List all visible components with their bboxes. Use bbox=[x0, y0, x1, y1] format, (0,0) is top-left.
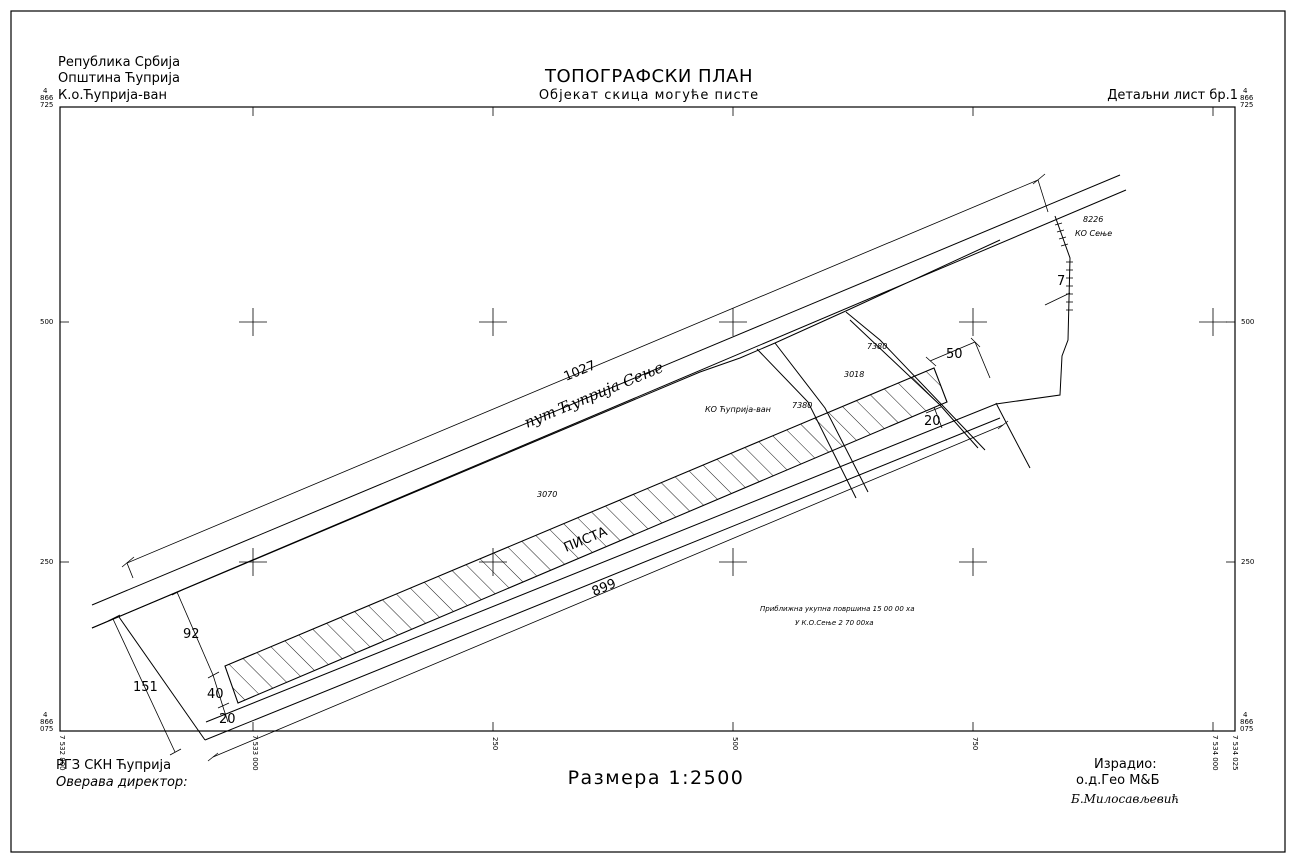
footer-rgz: РГЗ СКН Ћуприја bbox=[56, 758, 171, 773]
coord-bottom-right: 4 866 075 bbox=[1240, 711, 1254, 733]
dimension-20-right: 20 bbox=[924, 414, 941, 429]
svg-text:866: 866 bbox=[40, 94, 54, 102]
svg-text:866: 866 bbox=[40, 718, 54, 726]
width-dimension-lines bbox=[107, 588, 230, 756]
svg-text:075: 075 bbox=[1240, 725, 1253, 733]
grid-crosses bbox=[239, 308, 1227, 576]
header-municipality: Општина Ћуприја bbox=[58, 71, 180, 86]
parcel-7380-top: 7380 bbox=[867, 342, 887, 351]
made-by-label: Израдио: bbox=[1094, 757, 1157, 772]
frame-ticks bbox=[60, 107, 1235, 731]
parcel-3070: 3070 bbox=[537, 490, 557, 499]
side-label-250-left: 250 bbox=[40, 558, 53, 566]
parcel-8226: 8226 bbox=[1083, 215, 1103, 224]
header-republic: Републикa Србија bbox=[58, 55, 180, 70]
parcel-7380-mid: 7380 bbox=[792, 401, 812, 410]
dimension-50: 50 bbox=[946, 347, 963, 362]
parcel-3018: 3018 bbox=[844, 370, 864, 379]
bottom-coord-500: 500 bbox=[731, 737, 739, 750]
bottom-coord-534025: 7 534 025 bbox=[1231, 735, 1239, 771]
scale-label: Размера 1:2500 bbox=[568, 767, 745, 789]
bottom-coord-750: 750 bbox=[971, 737, 979, 750]
svg-text:075: 075 bbox=[40, 725, 53, 733]
area-note-line-2: У К.О.Сење 2 70 00ха bbox=[795, 619, 874, 627]
bottom-coord-532800: 7 532 800 bbox=[58, 735, 66, 771]
company-name: о.д.Гео М&Б bbox=[1076, 773, 1160, 788]
bottom-coord-533000: 7 533 000 bbox=[251, 735, 259, 771]
dimension-1027: 1027 bbox=[562, 358, 598, 385]
dimension-92: 92 bbox=[183, 627, 200, 642]
svg-text:725: 725 bbox=[40, 101, 53, 109]
signature: Б.Милосављевић bbox=[1070, 792, 1179, 806]
side-label-500-right: 500 bbox=[1241, 318, 1254, 326]
svg-text:4: 4 bbox=[43, 87, 48, 95]
footer-verify: Оверава директор: bbox=[56, 775, 188, 790]
dimension-line-1027 bbox=[121, 173, 1049, 579]
svg-text:866: 866 bbox=[1240, 94, 1254, 102]
header-cadastral-municipality: К.о.Ћуприја-ван bbox=[58, 88, 167, 103]
embankment-hachure bbox=[1054, 222, 1073, 311]
page-subtitle: Објекат скица могуће писте bbox=[539, 88, 759, 103]
parcel-boundaries bbox=[91, 215, 1071, 741]
dimension-899: 899 bbox=[590, 576, 619, 599]
end-dimension-lines bbox=[925, 292, 1071, 429]
svg-text:866: 866 bbox=[1240, 718, 1254, 726]
svg-text:4: 4 bbox=[1243, 87, 1248, 95]
dimension-151: 151 bbox=[133, 680, 158, 695]
ko-cuprija-label: КО Ћуприја-ван bbox=[705, 405, 771, 414]
page-title: ТОПОГРАФСКИ ПЛАН bbox=[544, 66, 753, 87]
sheet-border bbox=[10, 10, 1286, 853]
bottom-coord-534000: 7 534 000 bbox=[1211, 735, 1219, 771]
side-label-250-right: 250 bbox=[1241, 558, 1254, 566]
svg-text:4: 4 bbox=[43, 711, 48, 719]
svg-text:725: 725 bbox=[1240, 101, 1253, 109]
side-label-500-left: 500 bbox=[40, 318, 53, 326]
coord-top-right: 4 866 725 bbox=[1240, 87, 1254, 109]
coord-top-left: 4 866 725 bbox=[40, 87, 54, 109]
sheet-number: Детаљни лист бр.1 bbox=[1107, 88, 1238, 103]
ko-senje-label: КО Сење bbox=[1075, 229, 1112, 238]
map-frame bbox=[59, 106, 1236, 732]
coord-bottom-left: 4 866 075 bbox=[40, 711, 54, 733]
runway-area bbox=[224, 367, 948, 704]
dimension-line-899 bbox=[207, 420, 1009, 762]
area-note-line-1: Приближна укупна површина 15 00 00 ха bbox=[760, 605, 914, 613]
dimension-20-left: 20 bbox=[219, 712, 236, 727]
bottom-coord-250: 250 bbox=[491, 737, 499, 750]
dimension-40: 40 bbox=[207, 687, 224, 702]
dimension-7: 7 bbox=[1057, 274, 1065, 289]
svg-text:4: 4 bbox=[1243, 711, 1248, 719]
